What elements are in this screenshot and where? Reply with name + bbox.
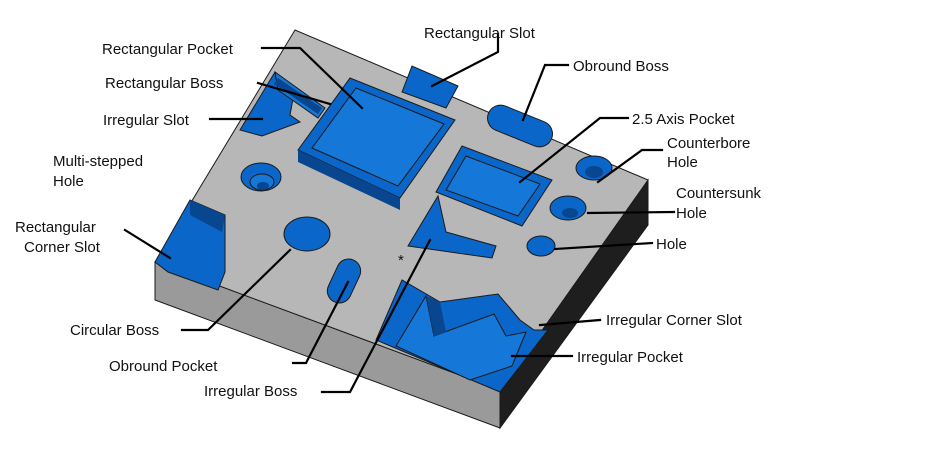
- label-irregular-corner-slot: Irregular Corner Slot: [606, 312, 743, 329]
- label-rectangular-slot: Rectangular Slot: [424, 25, 536, 42]
- circular-boss-feature: [283, 216, 331, 252]
- label-multi-stepped-hole-line1: Multi-stepped: [53, 153, 143, 170]
- label-axis-pocket: 2.5 Axis Pocket: [632, 111, 735, 128]
- label-hole: Hole: [656, 236, 687, 253]
- label-rectangular-pocket: Rectangular Pocket: [102, 41, 234, 58]
- label-countersunk-hole-line2: Hole: [676, 205, 707, 222]
- label-counterbore-hole-line1: Counterbore: [667, 135, 750, 152]
- label-obround-pocket: Obround Pocket: [109, 358, 218, 375]
- obround-pocket-feature: [326, 258, 362, 304]
- rectangular-slot-feature: [401, 65, 459, 109]
- label-countersunk-hole-line1: Countersunk: [676, 185, 762, 202]
- label-rectangular-corner-slot-line2: Corner Slot: [24, 239, 101, 256]
- irregular-boss-feature: [407, 194, 497, 259]
- rectangular-pocket-feature: [297, 77, 456, 210]
- label-circular-boss: Circular Boss: [70, 322, 159, 339]
- hole-feature: [526, 235, 556, 257]
- label-rectangular-boss: Rectangular Boss: [105, 75, 223, 92]
- rectangular-corner-slot-feature: [154, 199, 226, 291]
- leader-lines: [123, 32, 676, 394]
- countersunk-hole-feature: [549, 195, 587, 221]
- counterbore-hole-feature: [575, 155, 613, 181]
- rectangular-boss-feature: [274, 78, 322, 114]
- label-counterbore-hole-line2: Hole: [667, 154, 698, 171]
- center-marker: *: [398, 252, 404, 269]
- part-block: [154, 29, 649, 430]
- feature-labels: Rectangular Pocket Rectangular Boss Irre…: [15, 25, 762, 400]
- axis-pocket-feature: [435, 145, 553, 227]
- label-irregular-slot: Irregular Slot: [103, 112, 190, 129]
- label-multi-stepped-hole-line2: Hole: [53, 173, 84, 190]
- irregular-pocket-feature: [395, 294, 527, 381]
- multi-stepped-hole-feature: [240, 162, 282, 192]
- label-obround-boss: Obround Boss: [573, 58, 669, 75]
- label-rectangular-corner-slot-line1: Rectangular: [15, 219, 96, 236]
- label-irregular-boss: Irregular Boss: [204, 383, 297, 400]
- label-irregular-pocket: Irregular Pocket: [577, 349, 684, 366]
